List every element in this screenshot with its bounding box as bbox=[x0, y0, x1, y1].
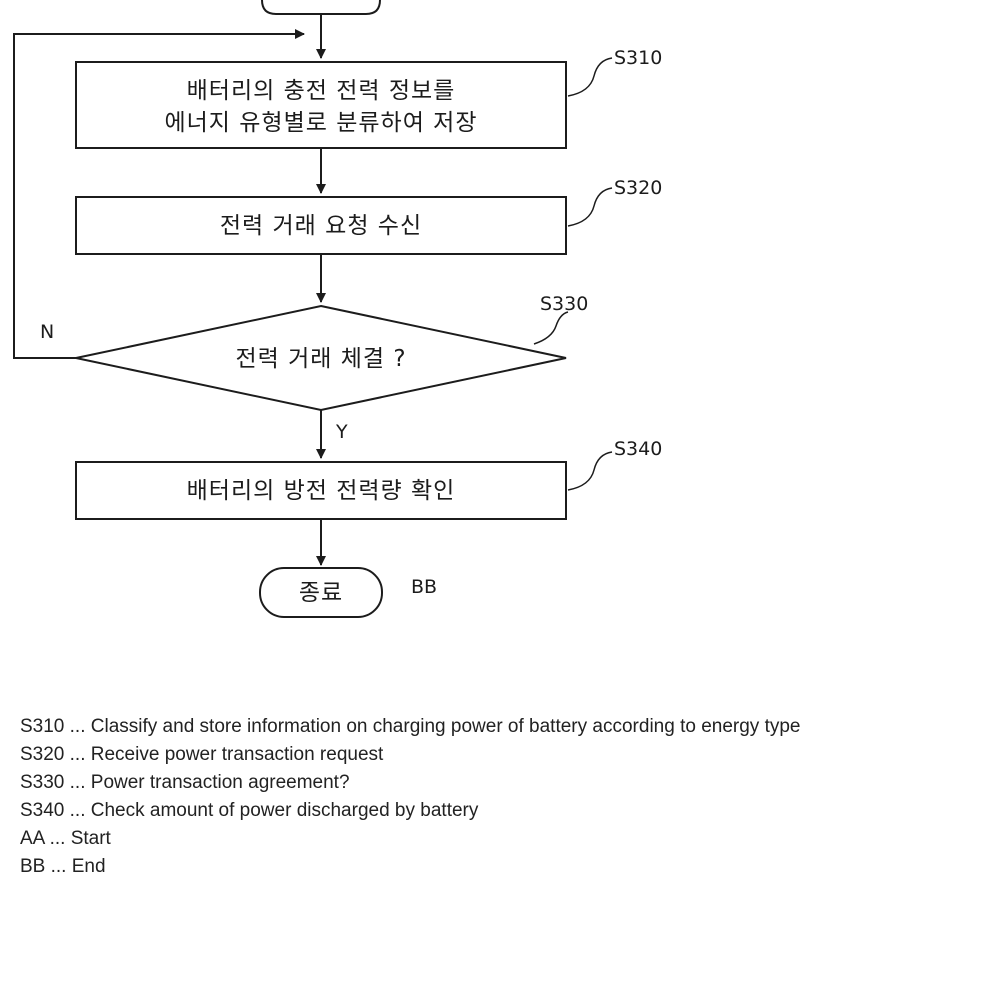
end-tag: BB bbox=[411, 576, 437, 598]
legend: S310 ... Classify and store information … bbox=[20, 713, 980, 881]
legend-item-bb: BB ... End bbox=[20, 853, 980, 881]
step-s310: 배터리의 충전 전력 정보를 에너지 유형별로 분류하여 저장 bbox=[76, 62, 566, 148]
start-terminator bbox=[262, 0, 380, 14]
flowchart: 배터리의 충전 전력 정보를 에너지 유형별로 분류하여 저장 S310 전력 … bbox=[0, 0, 1001, 660]
branch-yes-label: Y bbox=[335, 421, 348, 443]
end-text: 종료 bbox=[299, 580, 343, 606]
leader-s340 bbox=[568, 452, 612, 490]
step-s340-text: 배터리의 방전 전력량 확인 bbox=[187, 478, 456, 504]
legend-item-s340: S340 ... Check amount of power discharge… bbox=[20, 797, 980, 825]
end-terminator: 종료 bbox=[260, 568, 382, 617]
decision-text: 전력 거래 체결 ? bbox=[235, 346, 406, 372]
step-label-s340: S340 bbox=[614, 438, 662, 460]
leader-s310 bbox=[568, 58, 612, 96]
step-label-s320: S320 bbox=[614, 177, 662, 199]
leader-s320 bbox=[568, 188, 612, 226]
step-s330: 전력 거래 체결 ? bbox=[76, 306, 566, 410]
branch-no-label: N bbox=[40, 321, 54, 343]
step-s340: 배터리의 방전 전력량 확인 bbox=[76, 462, 566, 519]
step-s310-line2: 에너지 유형별로 분류하여 저장 bbox=[164, 110, 477, 136]
step-s310-line1: 배터리의 충전 전력 정보를 bbox=[187, 78, 456, 104]
legend-item-s320: S320 ... Receive power transaction reque… bbox=[20, 741, 980, 769]
step-label-s330: S330 bbox=[540, 293, 588, 315]
legend-item-s330: S330 ... Power transaction agreement? bbox=[20, 769, 980, 797]
step-label-s310: S310 bbox=[614, 47, 662, 69]
leader-s330 bbox=[534, 312, 568, 344]
legend-item-s310: S310 ... Classify and store information … bbox=[20, 713, 980, 741]
step-s320-text: 전력 거래 요청 수신 bbox=[220, 213, 422, 239]
step-s320: 전력 거래 요청 수신 bbox=[76, 197, 566, 254]
legend-item-aa: AA ... Start bbox=[20, 825, 980, 853]
